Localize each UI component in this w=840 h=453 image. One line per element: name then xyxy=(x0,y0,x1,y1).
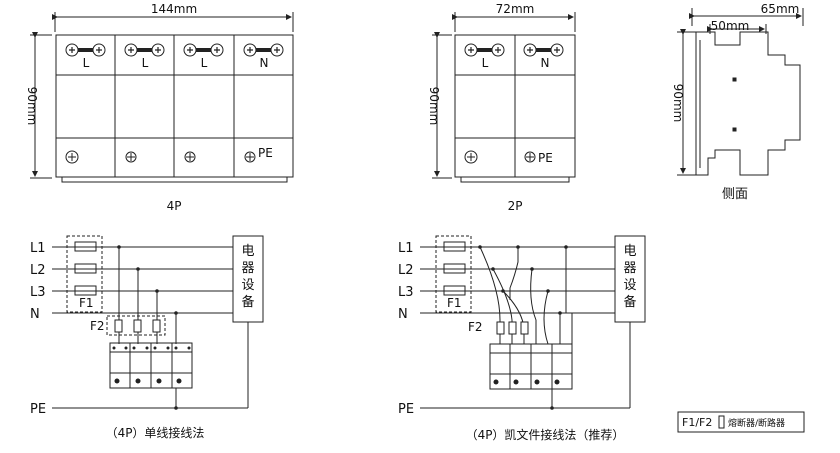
terminal-label: L xyxy=(482,56,489,70)
line-label-n: N xyxy=(398,307,408,322)
wiring-kelvin xyxy=(420,235,646,409)
equipment-char: 设 xyxy=(241,278,254,293)
side-view xyxy=(677,8,804,176)
dim-height-2p: 90mm xyxy=(427,87,441,126)
line-label-l2: L2 xyxy=(398,263,414,278)
line-label-l1: L1 xyxy=(30,241,46,256)
dim-width-2p: 72mm xyxy=(496,2,535,16)
pe-label: PE xyxy=(538,151,553,165)
terminal-label: N xyxy=(541,56,550,70)
equipment-char: 器 xyxy=(623,261,636,276)
caption-kelvin: （4P）凯文件接线法（推荐） xyxy=(466,427,625,442)
line-label-pe: PE xyxy=(398,402,414,417)
legend-f-label: F1/F2 xyxy=(682,416,712,429)
dim-height-side: 90mm xyxy=(671,84,685,123)
pole-label-4p: 4P xyxy=(167,199,182,213)
line-label-pe: PE xyxy=(30,402,46,417)
line-label-l3: L3 xyxy=(398,285,414,300)
caption-single: （4P）单线接线法 xyxy=(106,425,205,440)
equipment-char: 电 xyxy=(623,244,636,259)
terminal-label: L xyxy=(201,56,208,70)
line-label-l2: L2 xyxy=(30,263,46,278)
equipment-char: 备 xyxy=(623,294,636,310)
equipment-char: 器 xyxy=(241,261,254,276)
dim-width-4p: 144mm xyxy=(151,2,197,16)
terminal-label: N xyxy=(260,56,269,70)
line-label-n: N xyxy=(30,307,40,322)
pe-label: PE xyxy=(258,146,273,160)
equipment-char: 设 xyxy=(623,278,636,293)
dim-height-4p: 90mm xyxy=(25,87,39,126)
line-label-l1: L1 xyxy=(398,241,414,256)
line-label-l3: L3 xyxy=(30,285,46,300)
side-view-label: 侧面 xyxy=(722,187,748,202)
legend-box xyxy=(677,411,805,433)
f1-label: F1 xyxy=(79,296,94,310)
terminal-label: L xyxy=(142,56,149,70)
equipment-char: 电 xyxy=(241,244,254,259)
pole-label-2p: 2P xyxy=(508,199,523,213)
dim-depth-inner: 50mm xyxy=(711,19,750,33)
legend-desc: 熔断器/断路器 xyxy=(728,417,785,429)
f2-label: F2 xyxy=(90,319,105,333)
equipment-char: 备 xyxy=(241,294,254,310)
wiring-single xyxy=(52,235,264,409)
terminal-label: L xyxy=(83,56,90,70)
f2-label: F2 xyxy=(468,320,483,334)
f1-label: F1 xyxy=(447,296,462,310)
dim-depth: 65mm xyxy=(761,2,800,16)
front-view-4p xyxy=(30,12,294,183)
front-view-2p xyxy=(432,12,576,183)
